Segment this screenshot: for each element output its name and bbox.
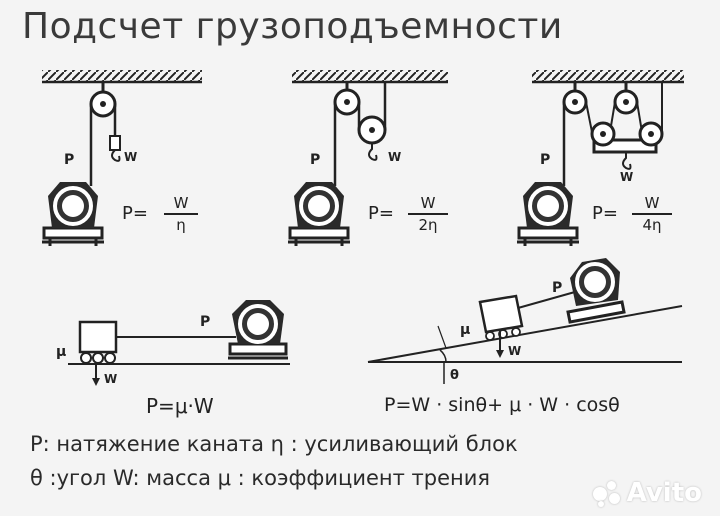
diagram-quad-pulley (517, 70, 684, 246)
ceiling-2 (292, 70, 448, 82)
hook-2 (368, 143, 378, 161)
winch-3 (517, 182, 579, 246)
tension-label-4: P (200, 314, 211, 330)
formula-lhs-2: P= (368, 203, 394, 224)
winch-1 (42, 182, 104, 246)
angle-arc-5 (439, 349, 447, 363)
formula-denominator-1: η (176, 216, 186, 234)
watermark-dots-icon (592, 480, 623, 507)
diagram-double-pulley (288, 70, 448, 246)
formula-denominator-2: 2η (418, 216, 438, 234)
friction-label-4: μ (56, 344, 67, 360)
load-5 (478, 294, 524, 341)
formula-fraction-2: W 2η (408, 194, 448, 234)
weight-label-4: W (104, 372, 118, 386)
formula-numerator-3: W (632, 194, 672, 215)
formula-4: P=μ·W (146, 394, 214, 418)
formula-5: P=W · sinθ+ μ · W · cosθ (384, 394, 620, 416)
formula-numerator-2: W (408, 194, 448, 215)
tension-label-3: P (540, 152, 551, 168)
incline-5 (367, 305, 683, 363)
weight-label-5: W (508, 344, 522, 358)
winch-5 (566, 258, 626, 324)
legend-line-1: P: натяжение каната η : усиливающий блок (30, 432, 518, 456)
formula-denominator-3: 4η (642, 216, 662, 234)
ceiling-1 (42, 70, 202, 82)
weight-label-2: W (388, 150, 402, 164)
watermark-text: Avito (626, 478, 702, 508)
tension-label-5: P (552, 280, 563, 296)
diagram-inclined-plane (367, 258, 683, 384)
winch-2 (288, 182, 350, 246)
tension-label-1: P (64, 152, 75, 168)
winch-4 (228, 300, 288, 360)
weight-label-3: W (620, 170, 634, 184)
load-4 (78, 320, 118, 354)
formula-lhs-1: P= (122, 203, 148, 224)
friction-label-5: μ (460, 322, 471, 338)
rope-5 (517, 289, 583, 309)
formula-lhs-3: P= (592, 203, 618, 224)
diagram-single-pulley (42, 70, 202, 246)
weight-label-1: W (124, 150, 138, 164)
formula-fraction-3: W 4η (632, 194, 672, 234)
page-title: Подсчет грузоподъемности (22, 6, 563, 47)
hook-3 (622, 152, 632, 170)
watermark-logo: Avito (592, 478, 702, 508)
tension-label-2: P (310, 152, 321, 168)
legend-line-2: θ :угол W: масса μ : коэффициент трения (30, 466, 491, 490)
hook-1 (111, 149, 121, 162)
diagram-horizontal-drag (68, 300, 290, 386)
ceiling-3 (532, 70, 684, 82)
angle-label-5: θ (450, 368, 459, 383)
formula-fraction-1: W η (164, 194, 198, 234)
formula-numerator-1: W (164, 194, 198, 215)
hook-block-1 (109, 135, 121, 151)
